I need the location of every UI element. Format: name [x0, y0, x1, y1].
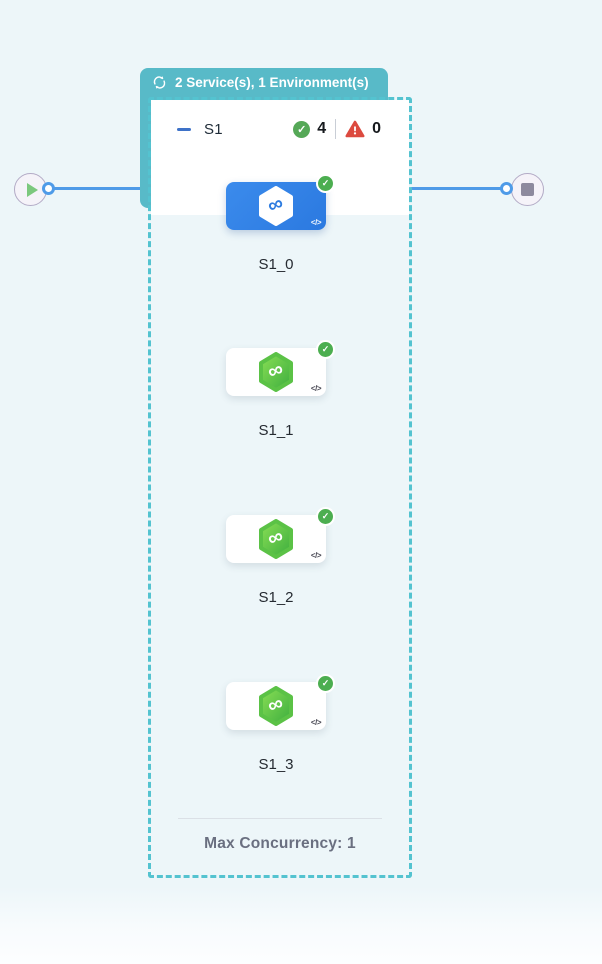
stage-card-s1-0[interactable]: ∞ ✓ </> — [226, 174, 335, 230]
stage-group-header: S1 ✓ 4 0 — [151, 119, 409, 139]
service-hexagon-icon: ∞ — [258, 686, 294, 726]
code-template-icon: </> — [310, 551, 322, 560]
status-divider — [335, 119, 337, 139]
service-hexagon-icon: ∞ — [258, 352, 294, 392]
stage-success-badge: ✓ — [316, 507, 335, 526]
stage-card-s1-1[interactable]: ∞ ✓ </> — [226, 340, 335, 396]
stage-label: S1_0 — [258, 256, 294, 273]
stage-item: ∞ ✓ </> S1_1 — [226, 340, 335, 439]
footer-divider — [178, 818, 382, 819]
code-template-icon: </> — [310, 384, 322, 393]
edge-stage-to-end — [410, 187, 508, 190]
cycle-icon — [153, 76, 166, 89]
end-connector-port — [500, 182, 513, 195]
code-template-icon: </> — [310, 218, 322, 227]
stage-group-name: S1 — [204, 120, 223, 138]
stage-success-badge: ✓ — [316, 340, 335, 359]
stage-success-badge: ✓ — [316, 174, 335, 193]
start-connector-port — [42, 182, 55, 195]
error-warning-icon — [345, 120, 365, 138]
pipeline-start-node — [14, 173, 47, 206]
play-icon — [27, 182, 38, 197]
service-hexagon-icon: ∞ — [258, 519, 294, 559]
success-count: 4 — [317, 120, 327, 137]
collapse-group-button[interactable] — [177, 127, 191, 131]
stage-label: S1_3 — [258, 756, 294, 773]
error-count: 0 — [372, 120, 381, 137]
service-hexagon-icon: ∞ — [258, 186, 294, 226]
services-environments-label: 2 Service(s), 1 Environment(s) — [175, 75, 369, 90]
max-concurrency-label: Max Concurrency: 1 — [204, 835, 356, 852]
stop-icon — [521, 183, 534, 196]
pipeline-end-node — [511, 173, 544, 206]
edge-start-to-stage — [46, 187, 156, 190]
stage-item: ∞ ✓ </> S1_0 — [226, 174, 335, 273]
stage-success-badge: ✓ — [316, 674, 335, 693]
stage-item: ∞ ✓ </> S1_3 — [226, 674, 335, 773]
stage-label: S1_1 — [258, 422, 294, 439]
success-check-icon: ✓ — [293, 120, 311, 138]
stage-label: S1_2 — [258, 589, 294, 606]
stage-item: ∞ ✓ </> S1_2 — [226, 507, 335, 606]
stage-card-s1-3[interactable]: ∞ ✓ </> — [226, 674, 335, 730]
code-template-icon: </> — [310, 718, 322, 727]
stage-group-container: S1 ✓ 4 0 ∞ — [148, 97, 412, 878]
stage-card-s1-2[interactable]: ∞ ✓ </> — [226, 507, 335, 563]
